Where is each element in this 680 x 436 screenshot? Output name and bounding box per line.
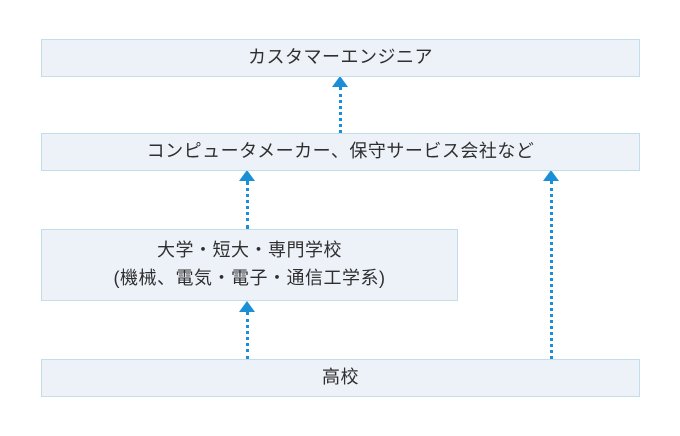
arrow-up-icon (239, 301, 255, 312)
node-label: 高校 (322, 367, 359, 388)
node-label-line-2: (機械、電気・電子・通信工学系) (113, 268, 386, 288)
arrow-up-icon (239, 170, 255, 181)
node-customer-engineer: カスタマーエンジニア (41, 39, 640, 77)
arrow-up-icon (543, 170, 559, 181)
node-high-school: 高校 (41, 359, 640, 397)
node-label-line-1: 大学・短大・専門学校 (157, 240, 342, 261)
connector-stem (246, 181, 249, 229)
arrow-up-icon (332, 76, 348, 87)
node-label: コンピュータメーカー、保守サービス会社など (146, 141, 535, 162)
connector-stem (550, 181, 553, 359)
node-universities-and-colleges: 大学・短大・専門学校 (機械、電気・電子・通信工学系) (41, 229, 458, 301)
connector-stem (246, 312, 249, 359)
node-label: カスタマーエンジニア (248, 47, 433, 68)
node-computer-makers: コンピュータメーカー、保守サービス会社など (41, 133, 640, 171)
connector-stem (339, 87, 342, 133)
